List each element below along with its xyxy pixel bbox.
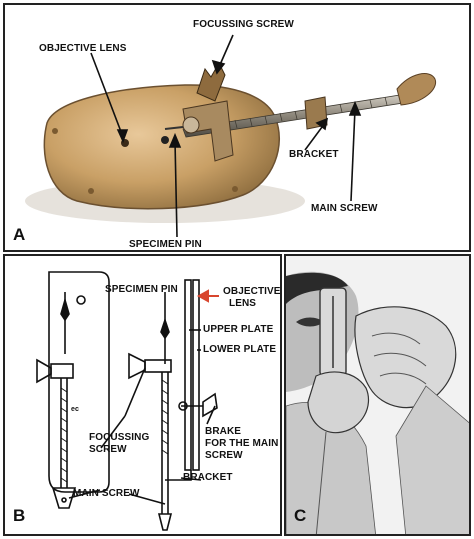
label-focussing-screw: FOCUSSING SCREW [193,19,294,30]
plate-front-view [48,271,110,493]
main-screw-threads [234,96,388,129]
eye [296,317,324,327]
lower-plate [192,279,200,471]
label-specimen-pin: SPECIMEN PIN [129,239,202,250]
upper-plate [184,279,192,471]
label-upper-plate: UPPER PLATE [203,324,274,335]
microscope-drawing [36,271,219,531]
brake-nut [178,401,188,411]
label-brake-3: SCREW [205,450,243,461]
carriage-nut [182,116,200,134]
label-bracket: BRACKET [289,149,339,160]
hand-fingers [371,332,427,385]
pointer-focussing [124,367,146,417]
specimen-carriage [182,100,234,162]
pointer-main-screw [68,489,101,499]
label-lower-plate: LOWER PLATE [203,344,277,355]
threads-left [60,387,68,483]
arrow-main-screw [350,108,356,202]
handle-hole [61,497,67,503]
main-screw-handle [396,73,437,106]
pointer-main-screw [128,493,166,505]
forearm [395,385,469,534]
arrow-objective-lens [90,52,124,138]
label-main-screw: MAIN SCREW [311,203,378,214]
label-objective-lens: OBJECTIVE LENS [39,43,127,54]
arrow-focussing-screw [218,34,234,68]
arrowhead [168,132,182,148]
arrowhead [116,129,129,144]
panel-b: ec SPECIMEN PIN OBJECTIVE LENS UPPER PLA… [3,254,282,536]
label-objective: OBJECTIVE [223,286,281,297]
panel-letter-a: A [13,225,26,244]
brass-plate [43,84,280,210]
arrowhead [211,59,226,75]
pin-holder-side [160,317,170,340]
red-arrowhead [196,289,209,303]
panel-letter-c: C [294,506,307,525]
label-plate-mark: ec [71,406,79,413]
label-bracket-b: BRACKET [183,472,233,483]
label-main-screw-b: MAIN SCREW [73,488,140,499]
label-focussing: FOCUSSING [89,432,150,443]
objective-lens-hole [76,295,86,305]
focussing-knob [50,363,74,379]
panel-a: FOCUSSING SCREW OBJECTIVE LENS BRACKET M… [3,3,471,252]
panel-letter-b: B [13,506,26,525]
arrow-specimen-pin [174,140,178,238]
hair [286,272,348,304]
label-specimen-pin-b: SPECIMEN PIN [105,284,178,295]
label-lens: LENS [229,298,257,309]
pointer-focussing [100,415,126,449]
label-brake-1: BRAKE [205,426,242,437]
pointer-brake [206,405,216,425]
focussing-knob-side [144,359,172,373]
other-hand [307,371,370,434]
rivet [232,186,238,192]
specimen-pin [164,126,184,130]
pin-holder [60,297,70,322]
main-screw-handle-side [157,513,173,531]
sleeve-edge [315,431,327,534]
label-focussing-screw-b: SCREW [89,444,127,455]
rivet [88,188,94,194]
panel-c: C [284,254,471,536]
arrow-bracket [304,122,326,151]
brake [202,392,218,418]
bracket-side [165,470,192,481]
arrowhead [315,117,329,131]
specimen-pin-tip [161,136,169,144]
main-screw-handle [51,487,77,509]
rivet [52,128,58,134]
pointer-bracket [180,477,202,481]
label-brake-2: FOR THE MAIN [205,438,279,449]
threads-side [161,379,169,455]
microscope-photo [25,34,437,238]
usage-photo [286,256,469,534]
arrowhead [348,100,362,116]
